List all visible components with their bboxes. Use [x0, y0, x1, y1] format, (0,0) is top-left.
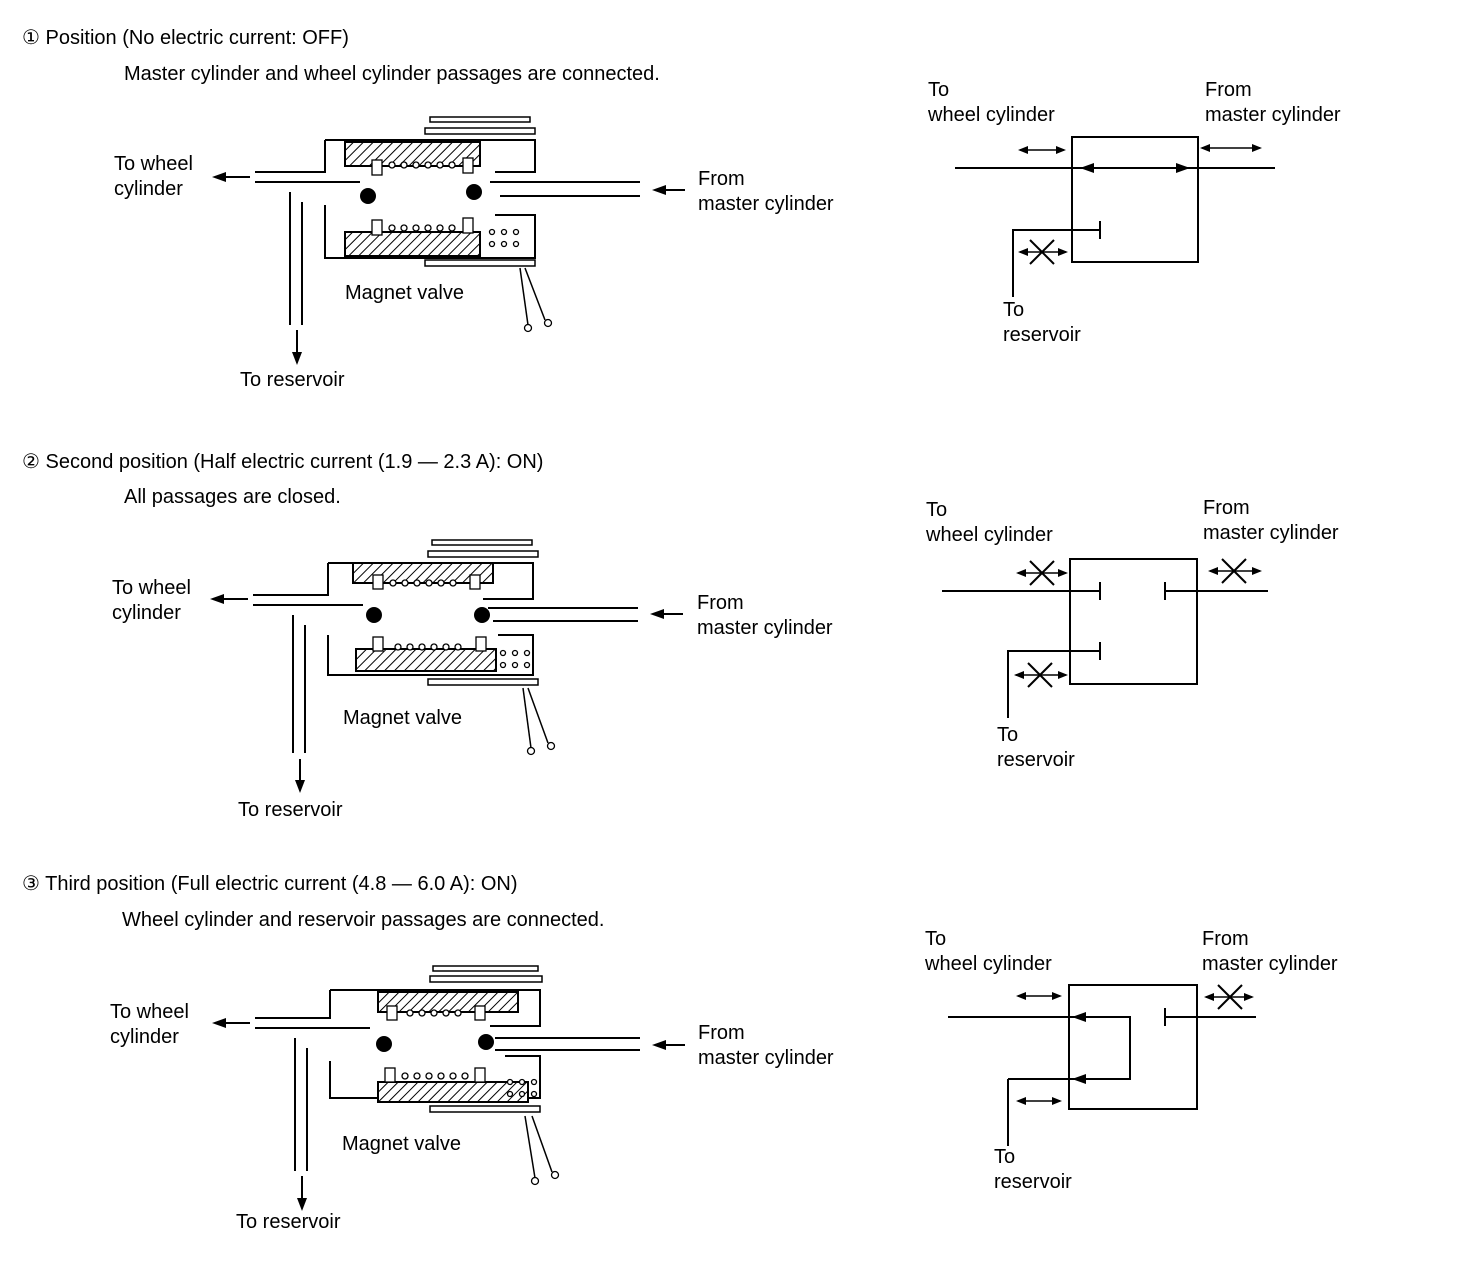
valve-to-wheel-label-line2: cylinder	[110, 1026, 179, 1048]
position-1-heading: ① Position (No electric current: OFF)	[22, 27, 349, 49]
schematic-to-reservoir-label: To	[994, 1146, 1016, 1168]
position-2-description: All passages are closed.	[124, 486, 341, 508]
schematic-to-wheel-label-line2: wheel cylinder	[926, 524, 1053, 546]
valve-from-master-label: From	[697, 592, 744, 614]
valve-from-master-label-line2: master cylinder	[698, 193, 834, 215]
schematic-to-wheel-label-line2: wheel cylinder	[928, 104, 1055, 126]
valve-from-master-label: From	[698, 1022, 745, 1044]
magnet-valve-label: Magnet valve	[345, 282, 464, 304]
schematic-from-master-label: From	[1202, 928, 1249, 950]
schematic-to-wheel-label: To	[926, 499, 948, 521]
valve-to-reservoir-label: To reservoir	[240, 369, 345, 391]
magnet-valve-drawing	[212, 965, 685, 1211]
position-3-description: Wheel cylinder and reservoir passages ar…	[122, 909, 605, 931]
position-1-description: Master cylinder and wheel cylinder passa…	[124, 63, 660, 85]
position-1-schematic	[955, 136, 1275, 297]
position-1-diagrams	[212, 116, 1275, 365]
schematic-from-master-label: From	[1205, 79, 1252, 101]
schematic-to-reservoir-label-line2: reservoir	[1003, 324, 1081, 346]
position-1-section: ① Position (No electric current: OFF) Ma…	[0, 0, 1472, 420]
valve-to-reservoir-label: To reservoir	[238, 799, 343, 821]
schematic-to-wheel-label: To	[925, 928, 947, 950]
schematic-to-reservoir-label: To	[997, 724, 1019, 746]
magnet-valve-label: Magnet valve	[342, 1133, 461, 1155]
magnet-valve-label: Magnet valve	[343, 707, 462, 729]
position-2-schematic	[942, 558, 1268, 718]
position-2-section: ② Second position (Half electric current…	[0, 423, 1472, 843]
schematic-from-master-label-line2: master cylinder	[1205, 104, 1341, 126]
schematic-to-reservoir-label: To	[1003, 299, 1025, 321]
position-2-heading: ② Second position (Half electric current…	[22, 451, 544, 473]
schematic-from-master-label: From	[1203, 497, 1250, 519]
valve-to-wheel-label: To wheel	[110, 1001, 189, 1023]
position-3-diagrams	[212, 965, 1256, 1211]
valve-to-wheel-label: To wheel	[112, 577, 191, 599]
valve-to-wheel-label: To wheel	[114, 153, 193, 175]
valve-to-reservoir-label: To reservoir	[236, 1211, 341, 1233]
valve-to-wheel-label-line2: cylinder	[114, 178, 183, 200]
valve-from-master-label: From	[698, 168, 745, 190]
schematic-to-reservoir-label-line2: reservoir	[997, 749, 1075, 771]
schematic-from-master-label-line2: master cylinder	[1203, 522, 1339, 544]
position-2-diagrams	[210, 539, 1268, 793]
position-3-schematic	[948, 984, 1256, 1146]
valve-from-master-label-line2: master cylinder	[697, 617, 833, 639]
schematic-to-wheel-label-line2: wheel cylinder	[925, 953, 1052, 975]
valve-from-master-label-line2: master cylinder	[698, 1047, 834, 1069]
schematic-to-wheel-label: To	[928, 79, 950, 101]
valve-to-wheel-label-line2: cylinder	[112, 602, 181, 624]
schematic-to-reservoir-label-line2: reservoir	[994, 1171, 1072, 1193]
position-3-section: ③ Third position (Full electric current …	[0, 846, 1472, 1266]
schematic-from-master-label-line2: master cylinder	[1202, 953, 1338, 975]
magnet-valve-drawing	[210, 539, 683, 793]
magnet-valve-drawing	[212, 116, 685, 365]
position-3-heading: ③ Third position (Full electric current …	[22, 873, 518, 895]
